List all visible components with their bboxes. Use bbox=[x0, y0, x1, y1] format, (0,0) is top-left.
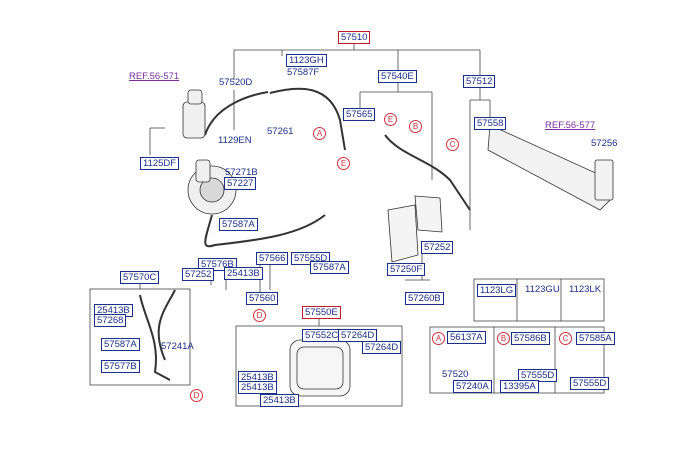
part-57264D-b[interactable]: 57264D bbox=[362, 341, 402, 354]
part-57586B[interactable]: 57586B bbox=[511, 332, 550, 345]
part-57268[interactable]: 57268 bbox=[94, 314, 127, 327]
part-57271B[interactable]: 57271B bbox=[225, 167, 258, 178]
part-57520[interactable]: 57520 bbox=[442, 369, 469, 380]
callout-b-table-marker: B bbox=[497, 332, 510, 345]
part-57260B[interactable]: 57260B bbox=[405, 292, 444, 305]
part-1125DF[interactable]: 1125DF bbox=[140, 157, 180, 170]
part-57510[interactable]: 57510 bbox=[338, 31, 371, 44]
part-25413B-kit-2[interactable]: 25413B bbox=[238, 381, 277, 394]
part-57560[interactable]: 57560 bbox=[246, 292, 279, 305]
part-57587A-mid[interactable]: 57587A bbox=[310, 261, 349, 274]
callout-a-table-marker: A bbox=[432, 332, 445, 345]
callout-c-marker: C bbox=[446, 138, 459, 151]
part-57512[interactable]: 57512 bbox=[463, 75, 496, 88]
part-1123GH[interactable]: 1123GH bbox=[286, 54, 327, 67]
hoses bbox=[139, 87, 471, 381]
part-57587A-left[interactable]: 57587A bbox=[101, 338, 140, 351]
pump-assembly bbox=[182, 89, 237, 215]
oil-cooler bbox=[289, 339, 351, 397]
steering-gear bbox=[487, 124, 614, 211]
part-1123LK[interactable]: 1123LK bbox=[569, 284, 602, 295]
part-57587A-top[interactable]: 57587A bbox=[219, 218, 258, 231]
part-57577B[interactable]: 57577B bbox=[101, 360, 140, 373]
part-57250F[interactable]: 57250F bbox=[387, 263, 426, 276]
part-57261[interactable]: 57261 bbox=[267, 126, 294, 137]
part-1123GU[interactable]: 1123GU bbox=[525, 284, 560, 295]
callout-a-marker: A bbox=[313, 127, 326, 140]
part-57565[interactable]: 57565 bbox=[343, 108, 376, 121]
part-57227[interactable]: 57227 bbox=[224, 177, 257, 190]
part-57520D[interactable]: 57520D bbox=[219, 77, 253, 88]
part-57540E[interactable]: 57540E bbox=[378, 70, 417, 83]
callout-b-marker: B bbox=[409, 120, 422, 133]
part-25413B-kit-3[interactable]: 25413B bbox=[260, 394, 299, 407]
part-57252-right[interactable]: 57252 bbox=[421, 241, 454, 254]
part-57585A[interactable]: 57585A bbox=[576, 332, 615, 345]
part-57241A[interactable]: 57241A bbox=[161, 341, 194, 352]
ref-56-577-link[interactable]: REF.56-577 bbox=[545, 120, 596, 131]
heat-shield bbox=[387, 195, 443, 263]
part-57558[interactable]: 57558 bbox=[474, 117, 507, 130]
part-57555D-c[interactable]: 57555D bbox=[570, 377, 610, 390]
callout-d-marker: D bbox=[253, 309, 266, 322]
part-25413B-mid[interactable]: 25413B bbox=[224, 267, 263, 280]
part-57550E[interactable]: 57550E bbox=[302, 306, 341, 319]
part-56137A[interactable]: 56137A bbox=[447, 331, 486, 344]
callout-c-table-marker: C bbox=[559, 332, 572, 345]
callout-e-marker: E bbox=[337, 157, 350, 170]
ref-56-571-link[interactable]: REF.56-571 bbox=[129, 71, 180, 82]
part-57240A[interactable]: 57240A bbox=[453, 380, 492, 393]
part-57256[interactable]: 57256 bbox=[591, 138, 618, 149]
part-57566[interactable]: 57566 bbox=[256, 252, 289, 265]
part-57264D-a[interactable]: 57264D bbox=[338, 329, 378, 342]
part-13395A[interactable]: 13395A bbox=[500, 380, 539, 393]
part-57552C[interactable]: 57552C bbox=[302, 329, 342, 342]
part-57587F[interactable]: 57587F bbox=[287, 67, 320, 78]
callout-d-marker-2: D bbox=[190, 389, 203, 402]
part-1123LG[interactable]: 1123LG bbox=[477, 284, 517, 297]
part-1129EN[interactable]: 1129EN bbox=[218, 135, 252, 146]
callout-e-marker-2: E bbox=[384, 113, 397, 126]
part-57252-mid[interactable]: 57252 bbox=[182, 268, 215, 281]
part-57570C[interactable]: 57570C bbox=[120, 271, 160, 284]
